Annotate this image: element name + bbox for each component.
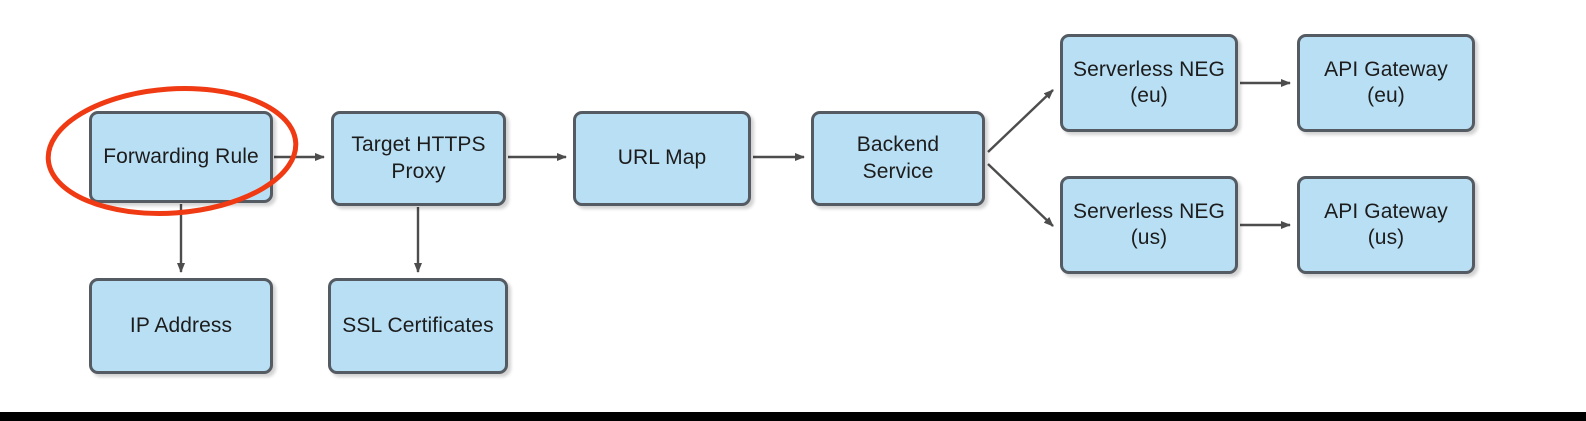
node-url-map[interactable]: URL Map — [573, 111, 751, 206]
bottom-black-bar — [0, 412, 1586, 421]
edge-backend-service-to-serverless-neg-eu — [987, 89, 1054, 153]
node-ssl-certificates[interactable]: SSL Certificates — [328, 278, 508, 374]
node-serverless-neg-eu[interactable]: Serverless NEG (eu) — [1060, 34, 1238, 132]
node-backend-service[interactable]: Backend Service — [811, 111, 985, 206]
node-ip-address[interactable]: IP Address — [89, 278, 273, 374]
node-api-gateway-us[interactable]: API Gateway (us) — [1297, 176, 1475, 274]
diagram-canvas: Forwarding Rule Target HTTPS Proxy URL M… — [45, 34, 1475, 374]
node-serverless-neg-us[interactable]: Serverless NEG (us) — [1060, 176, 1238, 274]
node-forwarding-rule[interactable]: Forwarding Rule — [89, 111, 273, 203]
node-api-gateway-eu[interactable]: API Gateway (eu) — [1297, 34, 1475, 132]
node-target-https-proxy[interactable]: Target HTTPS Proxy — [331, 111, 506, 206]
edge-backend-service-to-serverless-neg-us — [987, 163, 1054, 227]
